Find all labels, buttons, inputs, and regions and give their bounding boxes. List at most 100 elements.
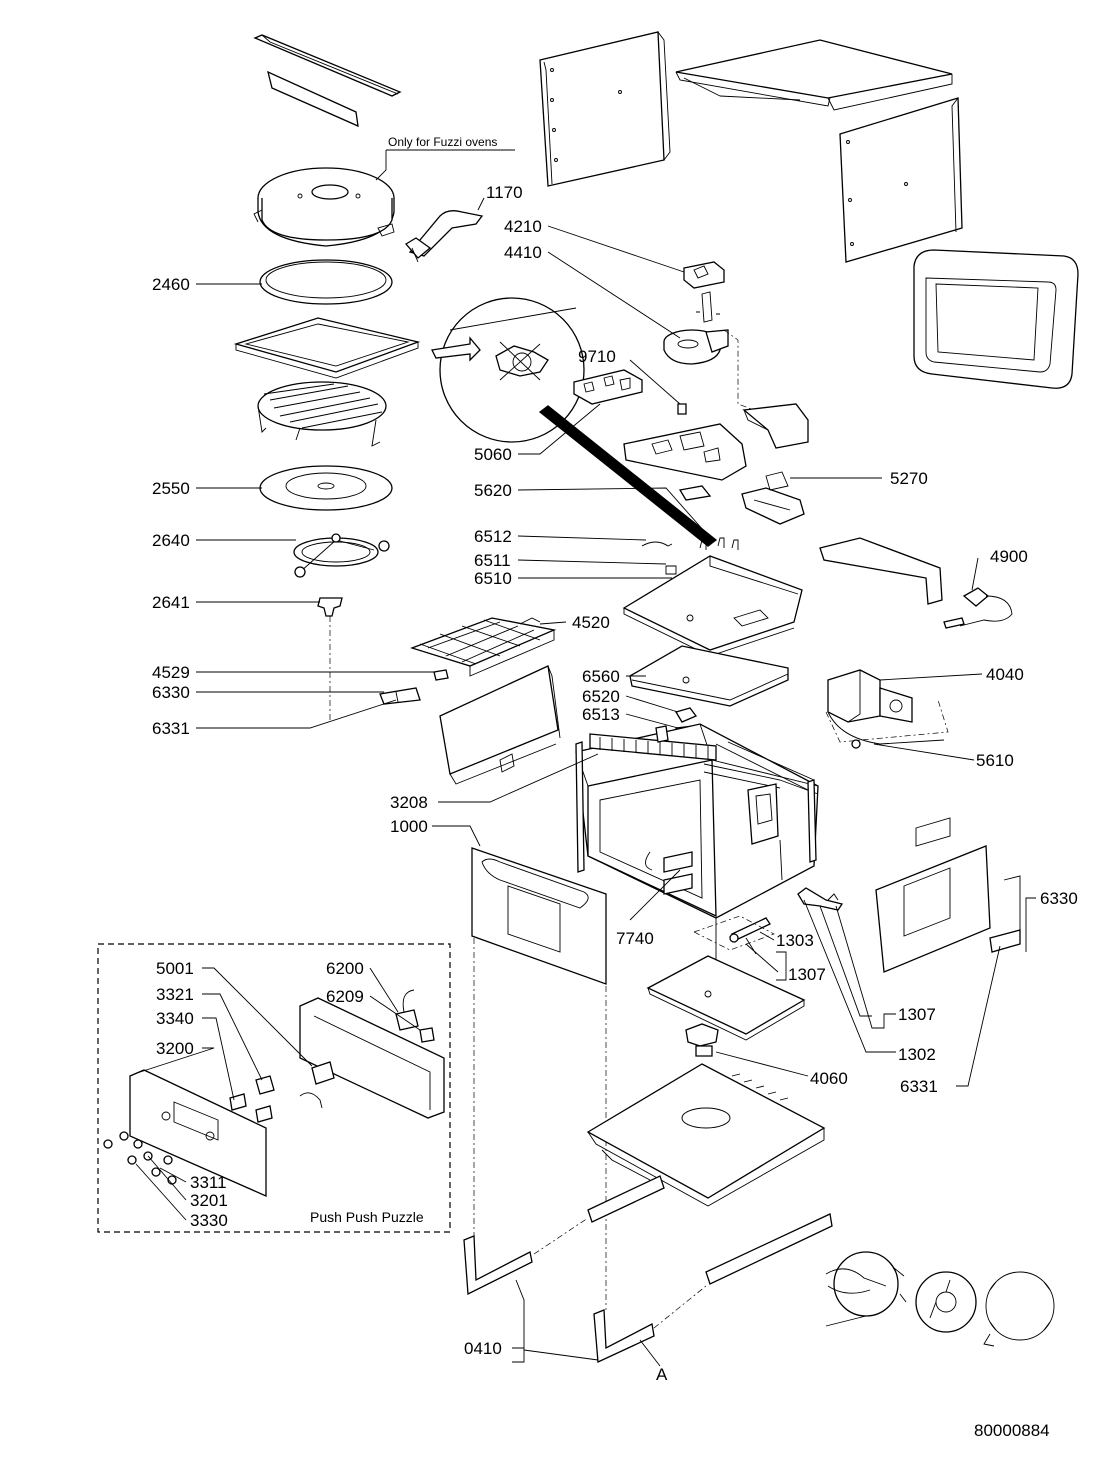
fuzzi-note-group: Only for Fuzzi ovens [386,135,515,151]
part-label-6331-left: 6331 [152,719,190,738]
inset-box [97,943,451,1233]
roller-ring-part-2640 [293,533,390,578]
part-label-2550: 2550 [152,479,190,498]
part-label-3340: 3340 [156,1009,194,1028]
switch-part-6209 [419,1027,435,1043]
part-label-2460: 2460 [152,275,190,294]
bracket-part-6330-left [379,687,421,705]
knob-part-3321 [255,1075,275,1095]
motor-detail-rotor [915,1271,977,1333]
part-label-4410: 4410 [504,243,542,262]
part-label-0410: 0410 [464,1339,502,1358]
round-tray-part-2460 [259,259,393,305]
part-label-3330: 3330 [190,1211,228,1230]
part-label-3311: 3311 [190,1173,227,1192]
part-label-1302: 1302 [898,1045,936,1064]
base-plate-part [646,955,806,1041]
foot-part-0410-b [593,1309,655,1363]
part-label-6200: 6200 [326,959,364,978]
part-label-1307-b: 1307 [898,1005,936,1024]
part-label-5270: 5270 [890,469,928,488]
panel-frame-part [299,997,445,1119]
stirrer-cover-part-6560 [629,645,789,707]
air-duct-part [742,403,809,449]
handle-part-1170 [405,210,484,263]
part-label-7740: 7740 [616,929,654,948]
top-rail-part [253,34,402,97]
leader-lines [133,150,1036,1367]
motor-detail-ring [983,1271,1055,1347]
part-label-6209: 6209 [326,987,364,1006]
part-label-6330-right: 6330 [1040,889,1078,908]
hinge-part-1302 [797,887,844,911]
panel-bracket-part [623,423,747,481]
module-part-5270 [678,471,805,525]
part-label-6511: 6511 [474,551,511,570]
bottom-tray-part [586,1063,826,1207]
right-side-panel-part [839,97,963,263]
part-label-6510: 6510 [474,569,512,588]
part-label-6330-left: 6330 [152,683,190,702]
cavity-top-plate-part [622,537,803,657]
view-marker-a: A [656,1365,668,1384]
waveguide-cover-part [439,665,561,785]
grill-rack-part [257,381,387,447]
part-label-5620: 5620 [474,481,512,500]
top-cover-part [675,39,953,111]
bracket-part-4210 [683,261,725,323]
left-side-panel-part [539,31,671,187]
part-label-6331-right: 6331 [900,1077,938,1096]
rail-part-3208 [589,725,717,761]
part-label-5060: 5060 [474,445,512,464]
part-label-3208: 3208 [390,793,428,812]
part-label-4060: 4060 [810,1069,848,1088]
motor-detail-hand [825,1251,907,1327]
bottom-rail-right [705,1213,833,1285]
coupler-part-2641 [317,597,343,617]
control-board-part-9710 [573,369,687,415]
door-part-1000 [471,847,607,985]
transformer-part-4040 [827,669,945,749]
part-label-4210: 4210 [504,217,542,236]
motor-part-4060 [685,1023,719,1057]
bottom-rail-left [587,1175,665,1223]
side-strip-right [779,779,817,881]
cable-part-6512 [641,541,677,575]
bracket-part-6330-right [989,875,1021,953]
foot-part-0410-a [463,1235,533,1296]
part-label-2640: 2640 [152,531,190,550]
part-label-3321: 3321 [156,985,194,1004]
part-label-1307-a: 1307 [788,965,826,984]
part-label-9710: 9710 [578,347,616,366]
part-label-6520: 6520 [582,687,620,706]
module-part-5001 [299,1061,335,1109]
inset-title: Push Push Puzzle [310,1209,424,1225]
oven-cavity-part [575,723,819,919]
part-label-5610: 5610 [976,751,1014,770]
part-label-4529: 4529 [152,663,190,682]
fuzzi-lid-part [253,167,395,247]
square-plate-part [233,317,421,379]
turntable-part-2550 [259,465,393,511]
part-label-1303: 1303 [776,931,814,950]
part-label-6513: 6513 [582,705,620,724]
part-label-6560: 6560 [582,667,620,686]
part-label-2641: 2641 [152,593,190,612]
control-panel-part-3200 [129,1069,267,1197]
part-label-1170: 1170 [486,183,523,202]
hinge-rod-part-1303 [729,917,771,955]
part-label-3200: 3200 [156,1039,194,1058]
part-label-6512: 6512 [474,527,512,546]
rear-panel-part [875,817,991,973]
heating-element-part-4520 [409,617,557,677]
door-window-frame-part [913,249,1079,389]
part-label-4900: 4900 [990,547,1028,566]
drawing-number: 80000884 [974,1421,1050,1440]
switch-part-6200 [395,989,419,1031]
part-label-4520: 4520 [572,613,610,632]
side-strip-left [575,741,585,873]
fan-motor-part-4410 [663,329,729,365]
right-top-bar-part [819,537,943,605]
top-strip-part [267,70,359,128]
